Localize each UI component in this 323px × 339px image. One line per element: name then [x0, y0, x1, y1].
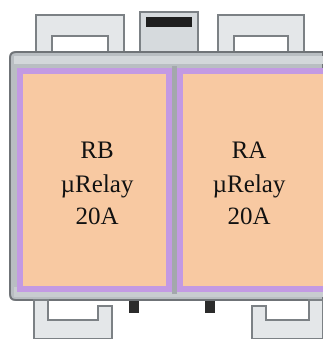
- relay-b: RB µRelay 20A: [17, 68, 172, 292]
- relay-a-body: [183, 74, 323, 286]
- bottom-mounting-clips: [33, 299, 323, 339]
- top-clip-right: [217, 14, 305, 55]
- top-clip-left: [35, 14, 125, 55]
- bottom-clip-left: [33, 299, 113, 339]
- top-latch-slot: [146, 17, 192, 27]
- bottom-clip-right: [251, 299, 323, 339]
- housing-top-rim: [14, 56, 323, 64]
- relay-a-label-line2: µRelay: [213, 171, 286, 198]
- relay-pins: [129, 301, 215, 313]
- relay-b-label-line1: RB: [80, 137, 113, 164]
- pin-right: [205, 301, 215, 313]
- relay-divider: [172, 66, 177, 294]
- relay-a-label-line1: RA: [232, 137, 267, 164]
- relay-b-label-line2: µRelay: [61, 171, 134, 198]
- top-mounting-clips: [35, 11, 305, 57]
- relay-a: RA µRelay 20A: [177, 68, 323, 292]
- relay-b-body: [23, 74, 166, 286]
- relay-b-label-line3: 20A: [75, 203, 118, 230]
- pin-left: [129, 301, 139, 313]
- relay-a-label-line3: 20A: [227, 203, 270, 230]
